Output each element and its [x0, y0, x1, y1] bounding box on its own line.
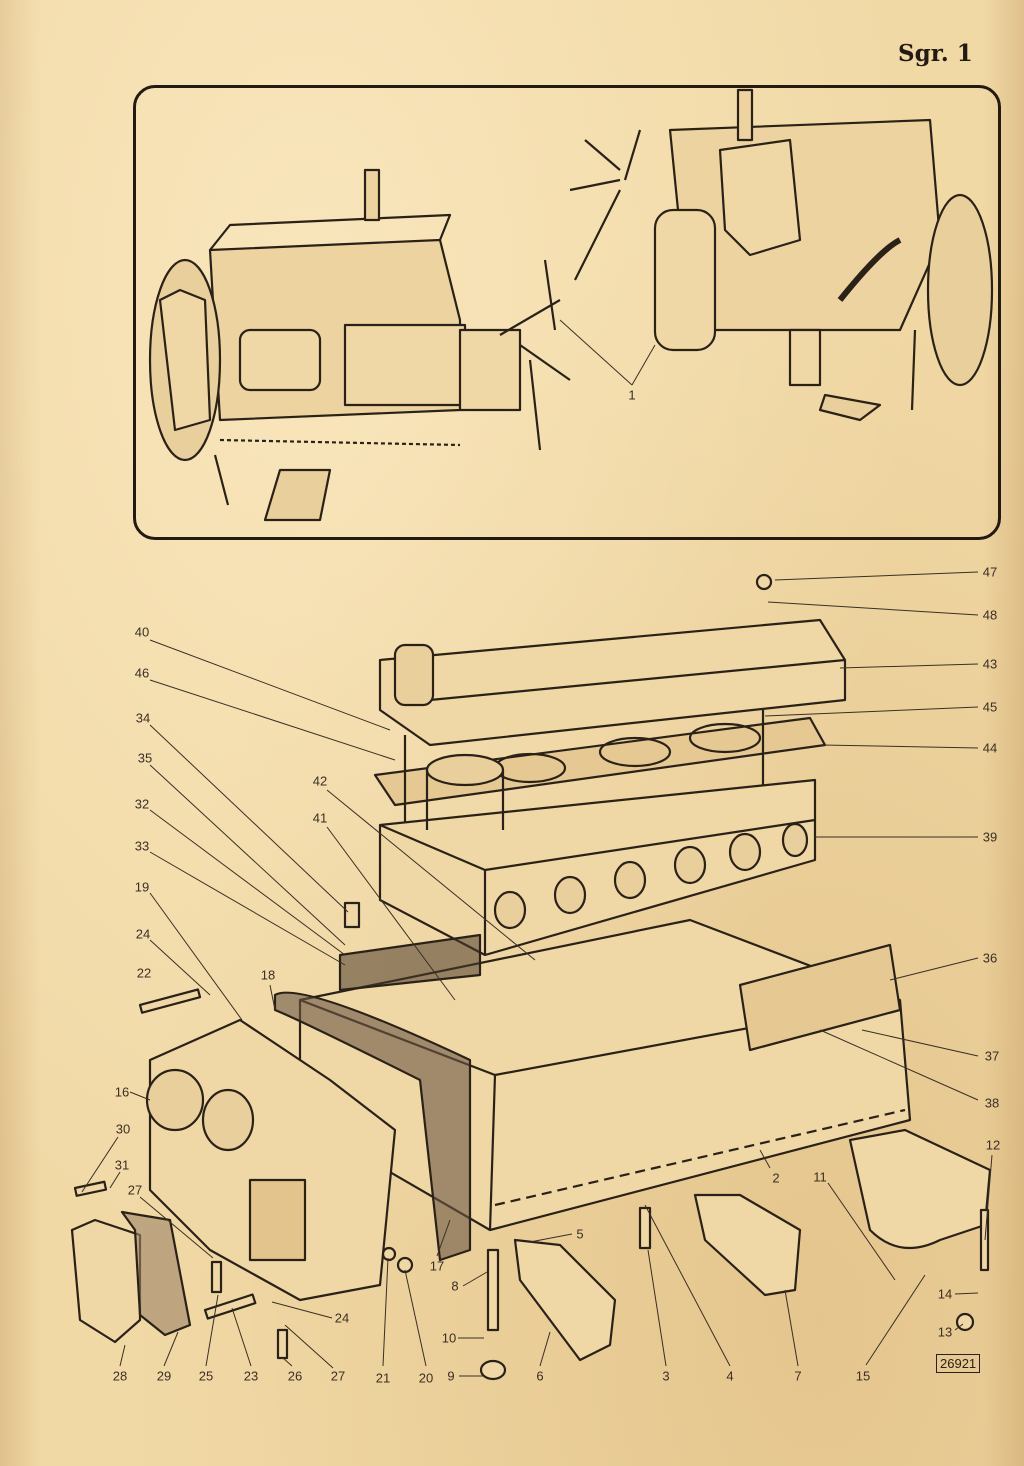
part-callout: 16	[114, 1084, 130, 1100]
part-callout: 15	[855, 1368, 871, 1384]
part-callout: 24	[135, 926, 151, 942]
assembled-engine-right	[569, 88, 994, 422]
bearing-cap-small	[513, 1238, 617, 1362]
overview-frame	[133, 85, 1001, 540]
part-callout: 45	[982, 699, 998, 715]
part-callout: 21	[375, 1370, 391, 1386]
part-callout: 2	[772, 1170, 780, 1186]
part-callout: 32	[134, 796, 150, 812]
part-callout: 12	[985, 1137, 1001, 1153]
part-callout: 29	[156, 1368, 172, 1384]
bearing-cap-rear	[848, 1128, 992, 1250]
part-callout: 24	[334, 1310, 350, 1326]
part-callout: 43	[982, 656, 998, 672]
part-callout: 39	[982, 829, 998, 845]
part-callout: 11	[813, 1169, 827, 1185]
part-callout: 14	[937, 1286, 953, 1302]
part-callout: 34	[135, 710, 151, 726]
part-callout: 28	[112, 1368, 128, 1384]
part-callout: 8	[451, 1278, 459, 1294]
part-callout: 40	[134, 624, 150, 640]
part-callout: 48	[982, 607, 998, 623]
part-callout: 38	[984, 1095, 1000, 1111]
cover-plate	[70, 1218, 142, 1344]
part-callout: 5	[576, 1226, 584, 1242]
part-callout: 19	[134, 879, 150, 895]
bearing-cap-medium	[693, 1193, 802, 1297]
part-callout: 10	[441, 1330, 457, 1346]
part-callout: 17	[429, 1258, 445, 1274]
part-callout: 27	[127, 1182, 143, 1198]
part-callout: 18	[260, 967, 276, 983]
part-callout: 41	[312, 810, 328, 826]
part-callout: 26	[287, 1368, 303, 1384]
part-callout: 25	[198, 1368, 214, 1384]
part-callout: 13	[937, 1324, 953, 1340]
part-callout: 33	[134, 838, 150, 854]
part-callout: 42	[312, 773, 328, 789]
part-callout: 44	[982, 740, 998, 756]
crankcase	[273, 918, 912, 1262]
leader-lines	[81, 319, 993, 1377]
part-callout: 46	[134, 665, 150, 681]
timing-cover	[145, 1018, 397, 1302]
part-callout: 9	[447, 1368, 455, 1384]
part-callout: 47	[982, 564, 998, 580]
part-callout: 6	[536, 1368, 544, 1384]
assembled-engine-left	[148, 168, 571, 522]
part-callout: 35	[137, 750, 153, 766]
drawing-number-stamp: 26921	[936, 1354, 981, 1373]
part-callout: 23	[243, 1368, 259, 1384]
part-callout: 36	[982, 950, 998, 966]
part-callout: 37	[984, 1048, 1000, 1064]
part-callout: 31	[114, 1157, 130, 1173]
cylinder-block	[378, 753, 817, 957]
part-callout: 30	[115, 1121, 131, 1137]
sheet-number: Sgr. 1	[898, 40, 973, 67]
cylinder-head-cover	[378, 618, 847, 747]
part-callout: 3	[662, 1368, 670, 1384]
part-callout: 4	[726, 1368, 734, 1384]
cover-gasket	[120, 1210, 192, 1337]
part-callout: 22	[136, 965, 152, 981]
part-callout: 27	[330, 1368, 346, 1384]
part-callout: 20	[418, 1370, 434, 1386]
part-callout: 7	[794, 1368, 802, 1384]
part-callout: 1	[628, 387, 636, 403]
